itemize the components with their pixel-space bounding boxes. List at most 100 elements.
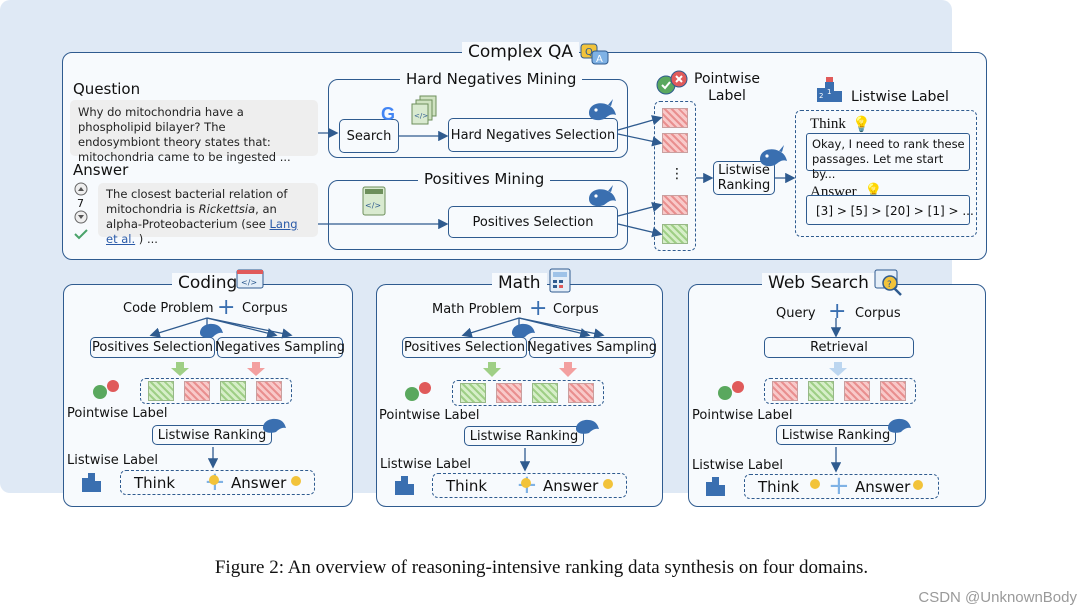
question-label: Question <box>73 80 141 98</box>
negative-cell <box>184 381 210 401</box>
lightbulb-icon <box>209 475 923 490</box>
web-pointwise-label: Pointwise Label <box>692 408 793 423</box>
upvote-icon <box>74 182 88 196</box>
think-label: Think <box>810 116 846 132</box>
whale-icon <box>200 323 911 434</box>
negative-cell <box>772 381 798 401</box>
positives-selection-button[interactable]: Positives Selection <box>448 206 618 238</box>
web-query: Query <box>776 306 816 321</box>
think-text: Okay, I need to rank these passages. Let… <box>812 137 965 181</box>
positive-cell <box>532 383 558 403</box>
whale-icon <box>760 145 787 167</box>
svg-text:</>: </> <box>365 201 381 210</box>
coding-positives-selection[interactable]: Positives Selection <box>90 337 215 358</box>
search-button[interactable]: Search <box>339 119 399 153</box>
coding-negatives-sampling[interactable]: Negatives Sampling <box>215 337 345 358</box>
math-problem: Math Problem <box>432 302 522 317</box>
web-listwise-label: Listwise Label <box>692 458 783 473</box>
svg-text:2: 2 <box>819 92 823 100</box>
math-listwise-label: Listwise Label <box>380 457 471 472</box>
answer-votes: 7 <box>77 197 84 210</box>
math-cells <box>452 380 604 406</box>
positive-cell <box>808 381 834 401</box>
qa-icon: Q A <box>580 43 609 65</box>
code-screen-icon: </> <box>236 269 264 289</box>
math-negatives-sampling[interactable]: Negatives Sampling <box>527 337 657 358</box>
lightbulb-icon: 💡 <box>852 115 871 133</box>
web-think: Think <box>758 478 800 496</box>
positive-cell <box>460 383 486 403</box>
pointwise-label: Pointwise Label <box>694 71 761 104</box>
plus-sign: + <box>217 295 236 320</box>
whale-icon <box>589 99 616 121</box>
math-answer: Answer <box>543 477 599 495</box>
whale-icon <box>589 185 616 207</box>
positive-cell <box>148 381 174 401</box>
coding-listwise-label: Listwise Label <box>67 453 158 468</box>
answer-text-2: , an alpha-Proteobacterium (see <box>106 202 277 231</box>
ellipsis: ⋮ <box>670 166 684 182</box>
negative-cell <box>496 383 522 403</box>
math-positives-selection[interactable]: Positives Selection <box>402 337 527 358</box>
watermark: CSDN @UnknownBody <box>918 589 1077 606</box>
math-think: Think <box>446 477 488 495</box>
web-plus: + <box>828 471 850 501</box>
svg-text:</>: </> <box>241 278 257 287</box>
answer-rank-box <box>806 195 970 225</box>
calculator-icon <box>549 268 571 293</box>
web-retrieval[interactable]: Retrieval <box>764 337 914 358</box>
think-text-box <box>806 133 970 171</box>
positive-cell <box>220 381 246 401</box>
coding-listwise-ranking[interactable]: Listwise Ranking <box>152 425 272 445</box>
web-output-box <box>744 474 939 499</box>
coding-corpus: Corpus <box>242 301 288 316</box>
math-title: Math <box>492 273 547 293</box>
svg-text:A: A <box>596 54 603 65</box>
question-text: Why do mitochondria have a phospholipid … <box>70 100 318 164</box>
web-answer: Answer <box>855 478 911 496</box>
negative-cell <box>662 108 688 128</box>
negative-cell <box>568 383 594 403</box>
web-cells <box>764 378 916 404</box>
web-listwise-ranking[interactable]: Listwise Ranking <box>776 425 896 445</box>
coding-title: Coding <box>172 273 244 293</box>
negative-cell <box>844 381 870 401</box>
downvote-icon <box>74 210 88 224</box>
negative-cell <box>880 381 906 401</box>
answer-text: The closest bacterial relation of mitoch… <box>98 183 318 246</box>
web-plus-sign: + <box>828 299 847 324</box>
check-cross-icon <box>93 380 744 401</box>
figure-caption: Figure 2: An overview of reasoning-inten… <box>214 557 869 578</box>
hard-negatives-selection-button[interactable]: Hard Negatives Selection <box>448 118 618 152</box>
coding-think: Think <box>134 474 176 492</box>
search-question-icon: ? <box>874 269 902 296</box>
answer-text-1: The closest bacterial relation of mitoch… <box>106 187 288 216</box>
accepted-check-icon <box>74 229 88 240</box>
answer-label: Answer <box>73 161 129 179</box>
check-cross-icon <box>656 70 688 95</box>
svg-text:</>: </> <box>414 112 428 120</box>
answer-italic: Rickettsia <box>198 202 256 216</box>
coding-problem: Code Problem <box>123 301 214 316</box>
math-pointwise-label: Pointwise Label <box>379 408 480 423</box>
positives-mining-title: Positives Mining <box>418 170 551 188</box>
coding-pointwise-label: Pointwise Label <box>67 406 168 421</box>
pointwise-column <box>654 101 696 251</box>
svg-text:1: 1 <box>827 88 831 96</box>
answer-rank: [3] > [5] > [20] > [1] > ... <box>816 204 974 218</box>
listwise-label-title: Listwise Label <box>851 89 949 105</box>
web-corpus: Corpus <box>855 306 901 321</box>
answer-link[interactable]: Lang et al. <box>106 217 298 246</box>
svg-text:Q: Q <box>585 47 593 58</box>
coding-answer: Answer <box>231 474 287 492</box>
web-search-title: Web Search <box>762 273 875 293</box>
negative-cell <box>256 381 282 401</box>
math-output-box <box>432 473 627 498</box>
answer-text-3: ) ... <box>138 232 158 246</box>
math-listwise-ranking[interactable]: Listwise Ranking <box>464 426 584 446</box>
google-icon: G <box>381 104 396 124</box>
coding-output-box <box>120 470 315 495</box>
coding-cells <box>140 378 292 404</box>
